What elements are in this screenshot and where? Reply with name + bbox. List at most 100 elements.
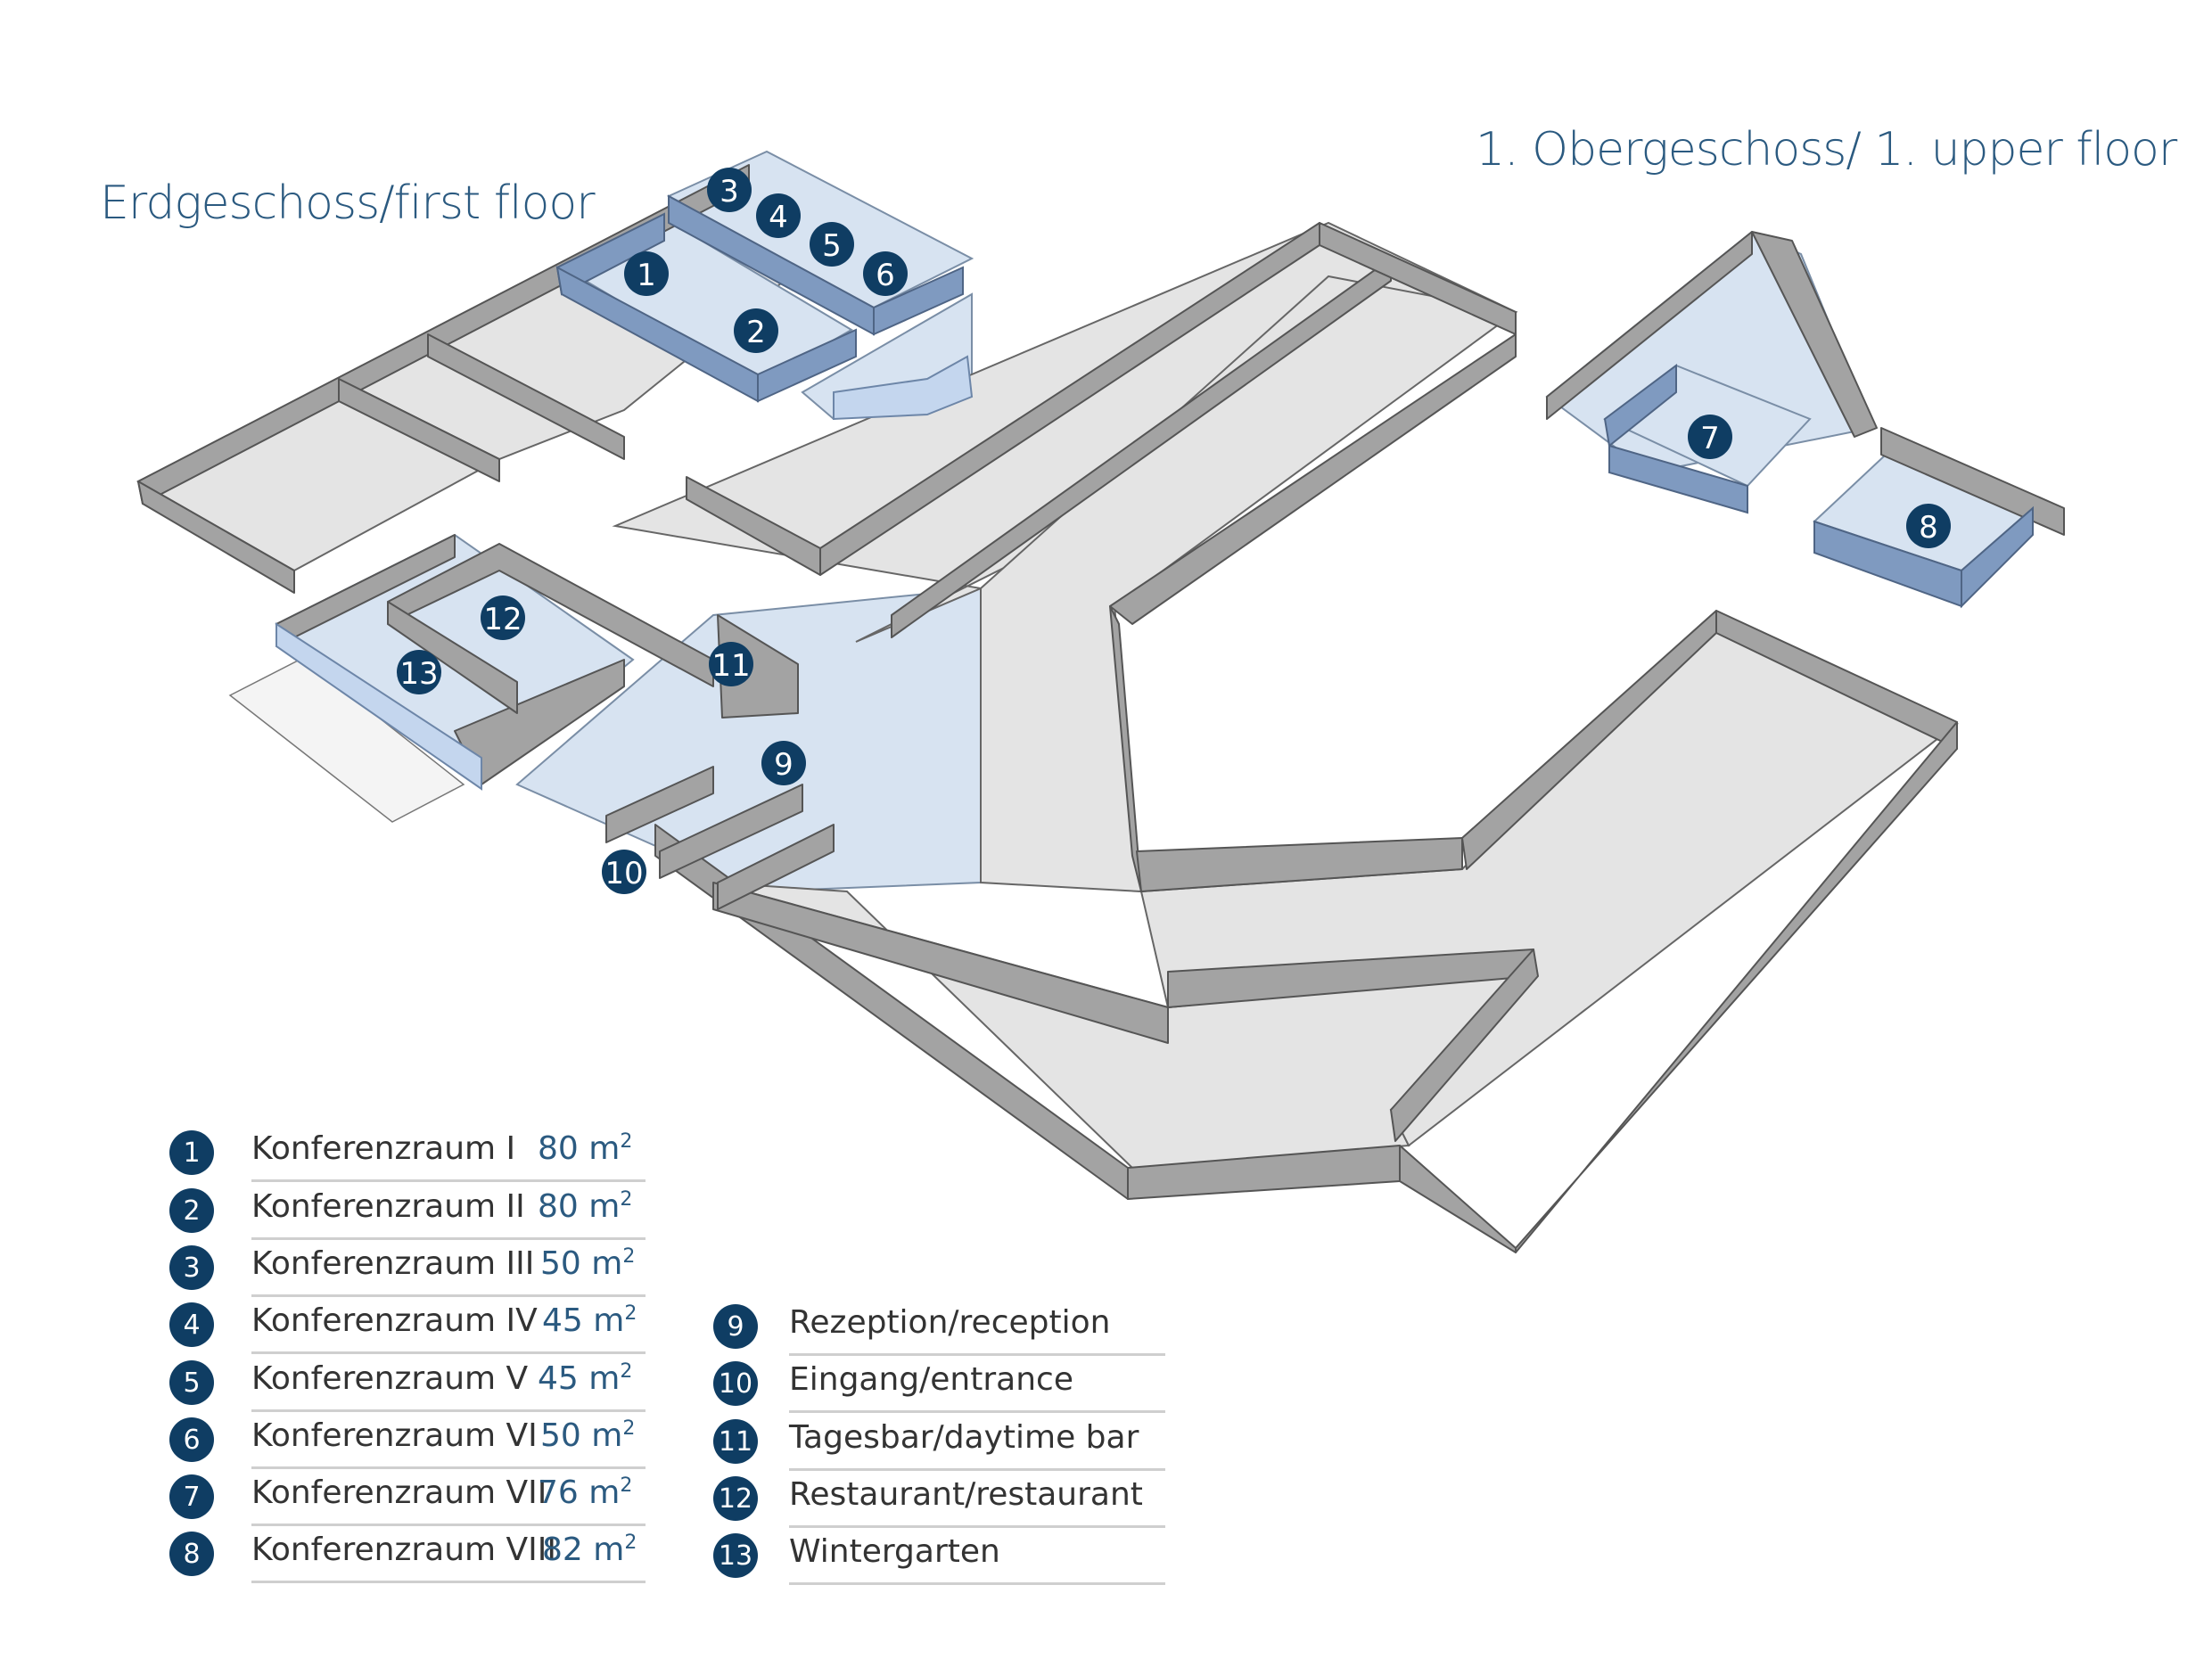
- wall-south-outer: [1399, 1145, 1517, 1253]
- legend-area-6: 50 m2: [540, 1417, 636, 1454]
- legend-badge-4: 4: [169, 1302, 214, 1347]
- wall-south-diagonal: [1390, 949, 1539, 1142]
- wall-east-corridor-mid: [891, 258, 1392, 638]
- marker-12: 12: [481, 595, 525, 640]
- wall-west-end: [137, 480, 295, 594]
- svg-text:5: 5: [822, 228, 842, 264]
- wall-south-inner: [712, 882, 1169, 1044]
- legend-badge-12: 12: [713, 1476, 758, 1521]
- legend-badge-10: 10: [713, 1361, 758, 1406]
- marker-4: 4: [756, 193, 801, 238]
- svg-text:7: 7: [1700, 421, 1720, 456]
- upper-floor-title: 1. Obergeschoss/ 1. upper floor: [1476, 123, 2177, 177]
- legend-name-3: Konferenzraum III: [251, 1245, 535, 1282]
- wall-conference-3-6-east: [873, 266, 964, 336]
- marker-11: 11: [709, 642, 753, 686]
- svg-text:8: 8: [1919, 510, 1938, 546]
- wall-v-left: [1109, 333, 1517, 625]
- legend-area-7: 76 m2: [538, 1474, 633, 1511]
- legend-area-8: 82 m2: [542, 1532, 637, 1568]
- legend-divider: [251, 1294, 646, 1297]
- legend-name-12: Restaurant/restaurant: [789, 1476, 1143, 1513]
- legend-name-6: Konferenzraum VI: [251, 1417, 538, 1454]
- wall-conference-8-east: [1961, 505, 2034, 609]
- svg-text:10: 10: [604, 856, 643, 891]
- legend-badge-6: 6: [169, 1417, 214, 1462]
- marker-5: 5: [810, 222, 854, 267]
- legend-area-5: 45 m2: [538, 1360, 633, 1397]
- legend-name-11: Tagesbar/daytime bar: [789, 1419, 1139, 1456]
- wall-corridor-return: [686, 476, 821, 576]
- legend-badge-2: 2: [169, 1188, 214, 1233]
- legend-divider: [251, 1581, 646, 1583]
- wall-entrance-2: [659, 784, 803, 879]
- legend-name-7: Konferenzraum VII: [251, 1474, 547, 1511]
- legend-divider: [251, 1351, 646, 1354]
- wall-entrance-1: [605, 766, 714, 843]
- marker-8: 8: [1906, 504, 1951, 548]
- marker-3: 3: [707, 168, 752, 212]
- svg-text:6: 6: [876, 258, 895, 293]
- marker-13: 13: [397, 650, 441, 694]
- legend-badge-5: 5: [169, 1360, 214, 1405]
- legend-divider: [789, 1468, 1165, 1471]
- legend-area-2: 80 m2: [538, 1188, 633, 1225]
- legend-divider: [789, 1410, 1165, 1413]
- legend-badge-8: 8: [169, 1532, 214, 1576]
- legend-divider: [789, 1353, 1165, 1356]
- legend-name-10: Eingang/entrance: [789, 1361, 1073, 1398]
- legend-divider: [251, 1237, 646, 1240]
- legend-name-13: Wintergarten: [789, 1533, 1000, 1570]
- marker-6: 6: [863, 251, 908, 296]
- svg-text:1: 1: [637, 258, 656, 293]
- wall-partition-2: [427, 333, 625, 460]
- terrace-outline: [228, 657, 465, 823]
- legend-name-1: Konferenzraum I: [251, 1130, 516, 1167]
- legend-name-2: Konferenzraum II: [251, 1188, 525, 1225]
- wall-entrance-3: [717, 824, 835, 910]
- legend-divider: [251, 1466, 646, 1469]
- legend-badge-1: 1: [169, 1130, 214, 1175]
- legend-divider: [251, 1179, 646, 1182]
- wall-restaurant-div: [387, 601, 518, 714]
- svg-text:4: 4: [769, 200, 788, 235]
- svg-text:12: 12: [483, 602, 522, 637]
- marker-9: 9: [761, 741, 806, 785]
- legend-area-3: 50 m2: [540, 1245, 636, 1282]
- svg-text:13: 13: [399, 656, 438, 692]
- wall-v-inner-bottom: [1136, 837, 1463, 892]
- wall-conference-7-south: [1608, 444, 1748, 514]
- svg-text:9: 9: [774, 747, 794, 783]
- svg-text:3: 3: [720, 174, 739, 209]
- legend-divider: [251, 1523, 646, 1526]
- wall-curved-lobby-glass: [833, 355, 974, 421]
- legend-area-4: 45 m2: [542, 1302, 637, 1339]
- legend-name-5: Konferenzraum V: [251, 1360, 529, 1397]
- marker-1: 1: [624, 251, 669, 296]
- legend-name-4: Konferenzraum IV: [251, 1302, 538, 1339]
- wall-conference-1-2-east: [757, 328, 857, 403]
- legend-badge-13: 13: [713, 1533, 758, 1578]
- legend-divider: [789, 1525, 1165, 1528]
- legend-badge-7: 7: [169, 1474, 214, 1519]
- legend-badge-9: 9: [713, 1304, 758, 1349]
- marker-2: 2: [734, 308, 778, 353]
- legend-area-1: 80 m2: [538, 1130, 633, 1167]
- legend-badge-3: 3: [169, 1245, 214, 1290]
- marker-10: 10: [602, 850, 646, 894]
- legend-name-8: Konferenzraum VIII: [251, 1532, 557, 1568]
- winter-garden-glazing: [275, 622, 482, 791]
- wall-conference-7: [1603, 364, 1677, 448]
- wall-upper-north: [1546, 231, 1753, 420]
- marker-7: 7: [1688, 415, 1732, 459]
- wall-upper-east-end: [1880, 427, 2065, 536]
- legend-divider: [251, 1409, 646, 1412]
- svg-text:11: 11: [711, 648, 750, 684]
- wall-upper-triangle-east: [1751, 231, 1878, 438]
- svg-text:2: 2: [746, 315, 766, 350]
- legend-divider: [789, 1582, 1165, 1585]
- legend-name-9: Rezeption/reception: [789, 1304, 1111, 1341]
- wall-partition-1: [338, 378, 500, 482]
- ground-floor-title: Erdgeschoss/first floor: [100, 177, 596, 230]
